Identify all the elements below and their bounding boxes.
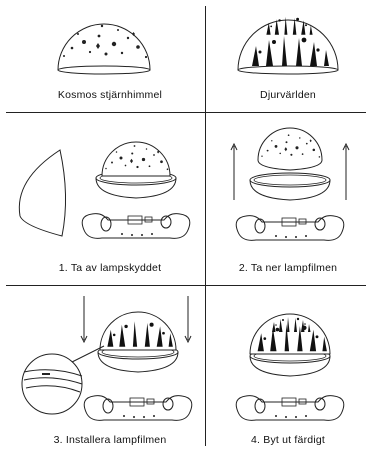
cosmos-dome-illustration: [58, 24, 150, 74]
caption-step2: 2. Ta ner lampfilmen: [210, 262, 366, 274]
magnifier-circle: [22, 354, 82, 414]
caption-cosmos: Kosmos stjärnhimmel: [20, 89, 200, 101]
caption-step4: 4. Byt ut färdigt: [210, 434, 366, 446]
step4-illustration: [236, 314, 344, 420]
caption-step3: 3. Installera lampfilmen: [20, 434, 200, 446]
caption-animal: Djurvärlden: [210, 89, 366, 101]
step3-illustration: [22, 296, 192, 420]
step1-illustration: [19, 142, 189, 238]
caption-step1: 1. Ta av lampskyddet: [20, 262, 200, 274]
animal-dome-illustration: [238, 17, 338, 74]
step2-illustration: [231, 128, 349, 240]
